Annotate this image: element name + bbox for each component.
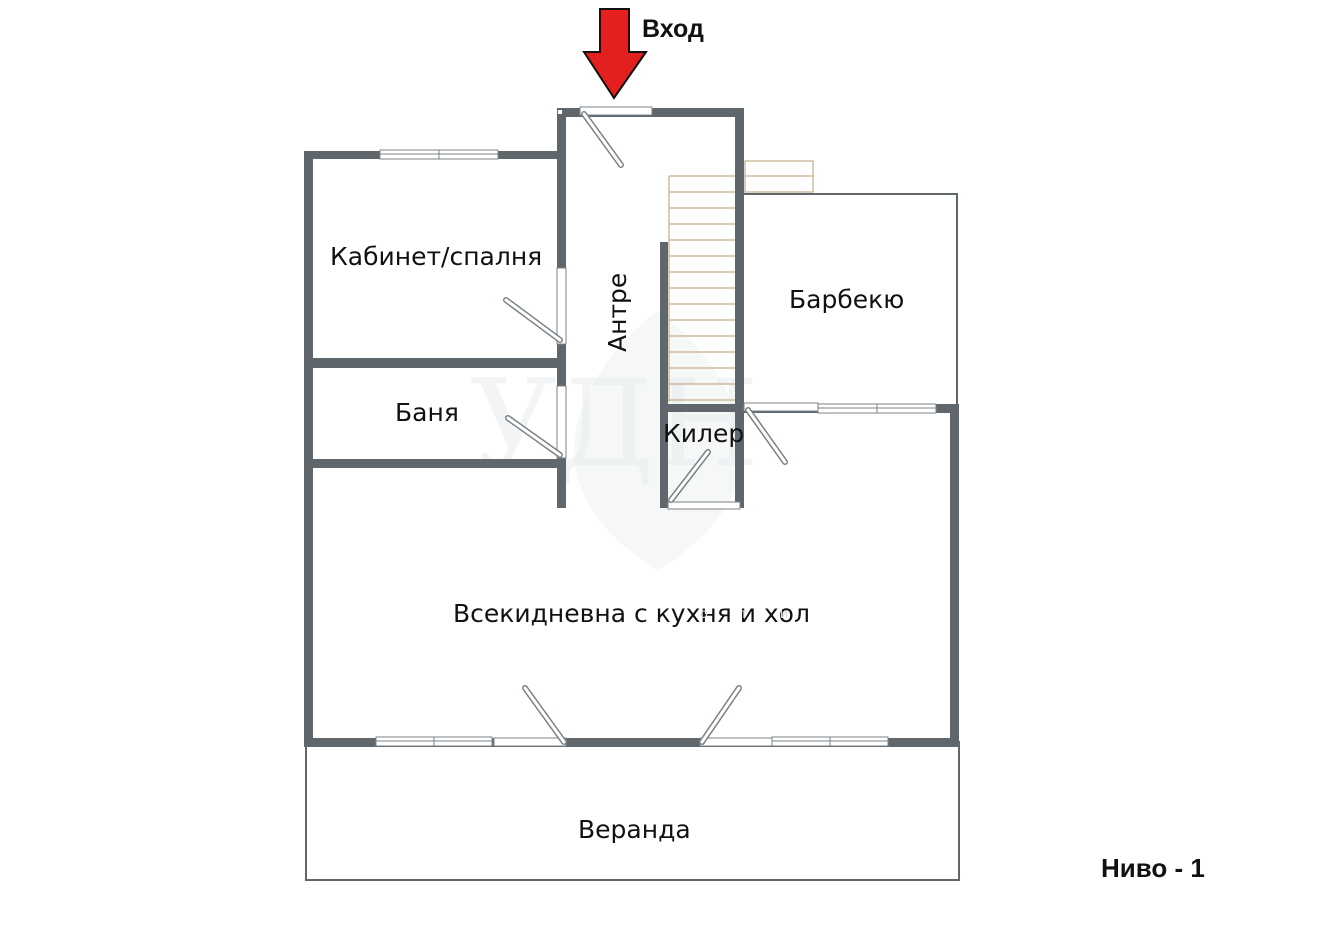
veranda-outline [305,741,960,881]
room-label-veranda: Веранда [578,815,691,844]
door-veranda-left [493,685,567,747]
room-label-bath: Баня [395,398,459,427]
window-office-top [379,149,499,160]
window-living-bottom-left [375,736,493,747]
windows [375,106,937,747]
entry-arrow [582,8,648,100]
door-veranda-right [699,685,773,747]
room-label-hall: Антре [603,273,632,352]
entry-arrow-icon [582,8,648,100]
door-office [503,267,567,345]
entry-label: Вход [642,15,704,43]
level-label: Ниво - 1 [1101,853,1205,883]
room-label-office: Кабинет/спалня [330,242,542,271]
door-bbq [743,402,819,465]
door-bath [505,385,567,459]
room-label-bbq: Барбекю [789,285,904,314]
room-label-living: Всекидневна с кухня и хол [453,599,810,628]
doors [493,110,819,747]
room-label-pantry: Килер [663,419,744,448]
window-entry-top [579,106,653,116]
door-pantry [668,449,711,503]
watermark-tagline: о т и [700,607,802,622]
window-living-bottom-right [771,736,889,747]
door-entry [558,110,624,168]
staircase [668,160,814,402]
window-pantry-bottom [667,501,741,510]
window-living-top [817,403,937,414]
